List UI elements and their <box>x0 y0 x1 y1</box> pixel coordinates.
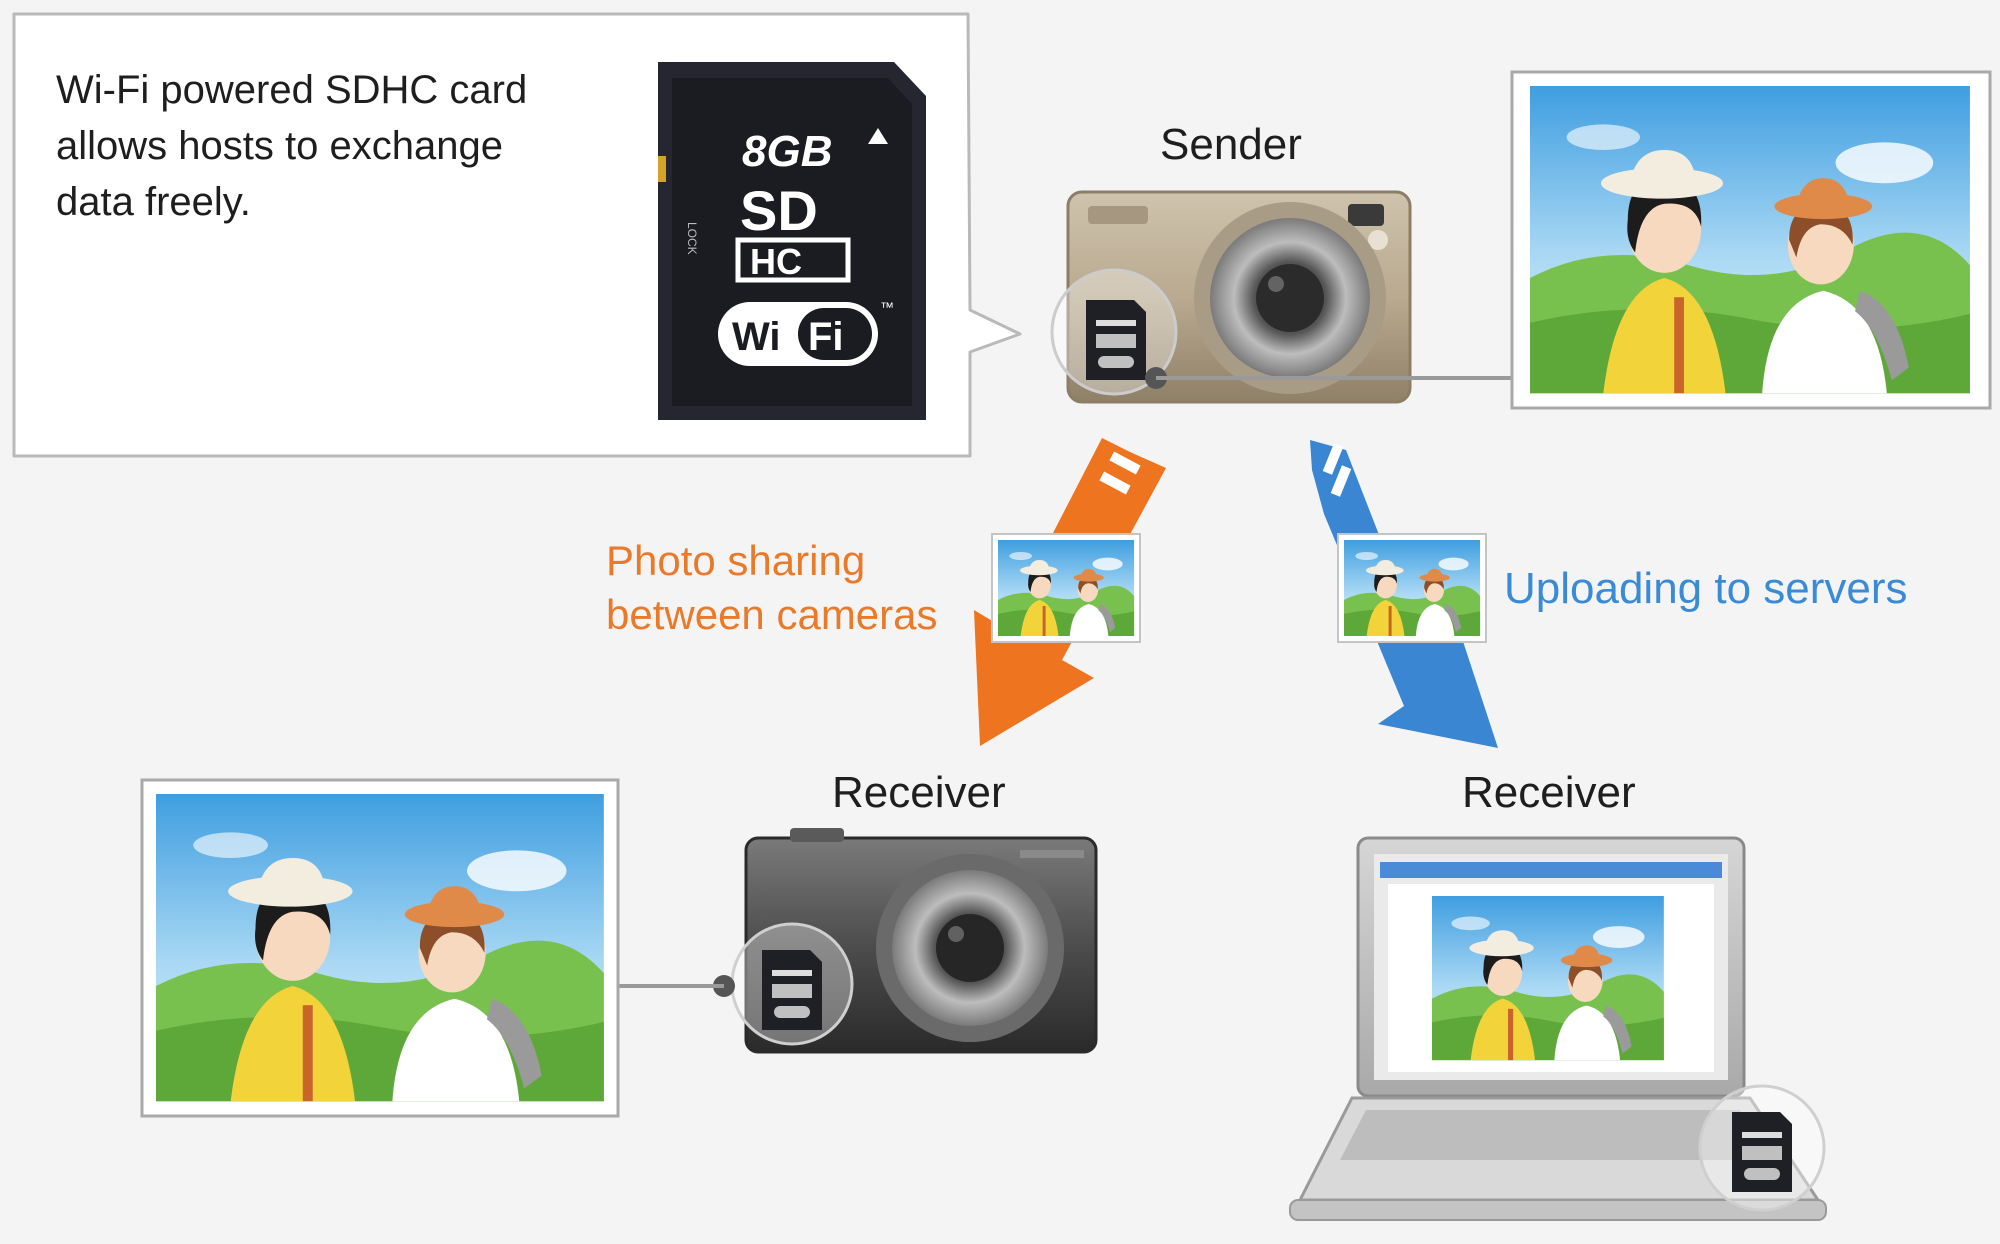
receiver-camera-card-slot <box>618 922 854 1046</box>
thumbnail-server-upload <box>1337 533 1487 643</box>
wifi-logo: Wi Fi ™ <box>718 299 894 366</box>
sd-logo: SD <box>740 179 818 242</box>
lock-switch <box>658 156 666 182</box>
svg-text:™: ™ <box>880 299 894 315</box>
card-capacity: 8GB <box>742 127 832 176</box>
receiver-laptop-card-slot <box>1698 1084 1826 1212</box>
sdhc-wifi-card: LOCK 8GB SD HC Wi Fi ™ <box>658 62 926 420</box>
photo-sharing-line-1: Photo sharing <box>606 537 866 584</box>
hc-logo: HC <box>750 241 802 282</box>
callout-line-1: Wi-Fi powered SDHC card <box>56 68 528 112</box>
callout-line-2: allows hosts to exchange <box>56 124 503 168</box>
insert-arrow-icon <box>868 128 888 144</box>
receiver-photo <box>140 778 620 1118</box>
sender-photo <box>1510 70 1992 410</box>
thumbnail-camera-share <box>991 533 1141 643</box>
sender-card-slot <box>1050 268 1512 396</box>
sender-label: Sender <box>1160 120 1302 169</box>
svg-text:Wi: Wi <box>732 315 781 359</box>
sender-camera <box>1066 190 1412 404</box>
receiver-pc-label: Receiver <box>1462 768 1636 817</box>
svg-text:Fi: Fi <box>808 315 844 359</box>
uploading-label: Uploading to servers <box>1504 564 1908 613</box>
callout-description: Wi-Fi powered SDHC card allows hosts to … <box>56 62 616 230</box>
photo-sharing-line-2: between cameras <box>606 591 938 638</box>
photo-sharing-label: Photo sharing between cameras <box>606 534 1026 642</box>
receiver-camera-label: Receiver <box>832 768 1006 817</box>
lock-text: LOCK <box>685 222 699 255</box>
callout-line-3: data freely. <box>56 180 251 224</box>
arrow-blue <box>1310 440 1498 748</box>
hc-logo-box <box>735 237 851 283</box>
receiver-laptop <box>1289 836 1827 1221</box>
receiver-camera <box>744 828 1098 1054</box>
